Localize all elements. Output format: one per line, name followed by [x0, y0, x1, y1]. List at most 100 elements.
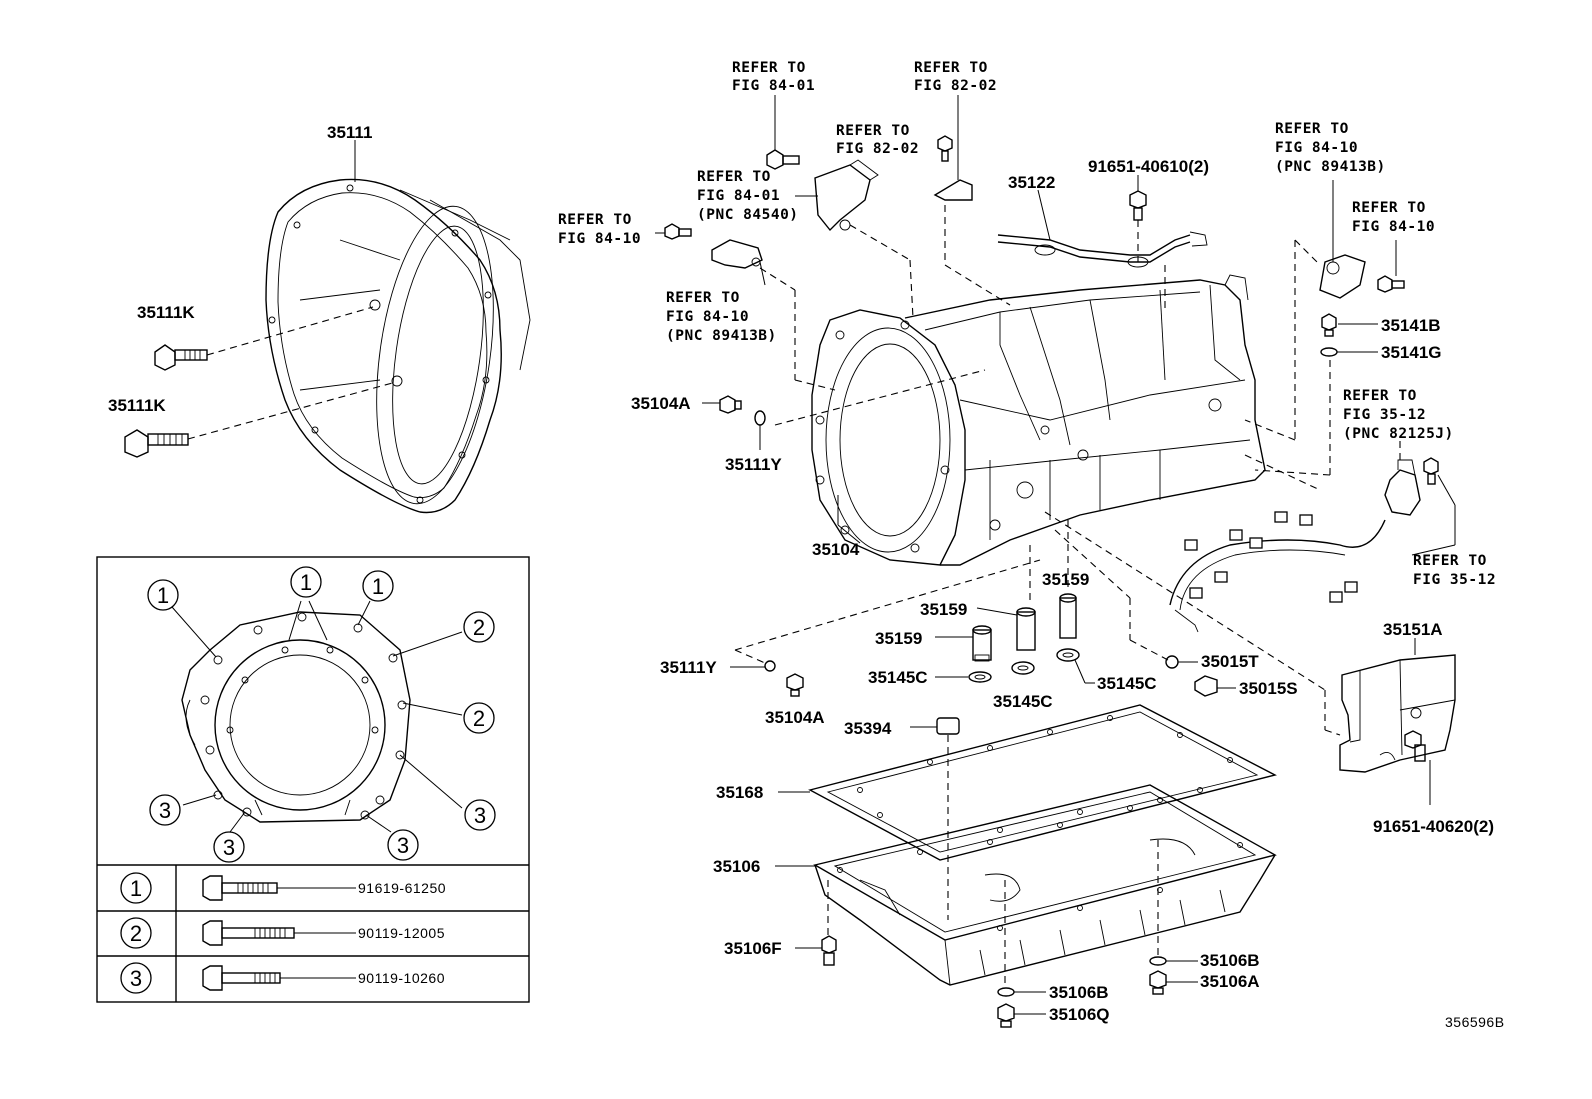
gasket-35168[interactable]: [808, 704, 1277, 861]
oil-pan-35106[interactable]: [813, 784, 1277, 986]
label-35111K-upper: 35111K: [137, 303, 195, 322]
o-ring-35015T[interactable]: [1165, 655, 1179, 669]
label-35145C-c: 35145C: [1097, 674, 1157, 693]
refer-fig-82-02-top[interactable]: REFER TO FIG 82-02: [914, 60, 997, 94]
label-35104A-upper: 35104A: [631, 394, 691, 413]
refer-fig-84-10-right[interactable]: REFER TO FIG 84-10: [1352, 200, 1435, 235]
refer-fig-35-12-82125J[interactable]: REFER TO FIG 35-12 (PNC 82125J): [1343, 388, 1454, 442]
label-35015S: 35015S: [1239, 679, 1298, 698]
plug-35106A[interactable]: [1149, 970, 1167, 995]
bolt-table-row-1[interactable]: 1 91619-61250: [120, 872, 446, 904]
refer-fig-82-02-bolt[interactable]: REFER TO FIG 82-02: [836, 123, 919, 157]
label-35145C-a: 35145C: [868, 668, 928, 687]
oil-pipe-35122[interactable]: [997, 231, 1208, 268]
svg-text:FIG 84-10: FIG 84-10: [558, 231, 641, 247]
label-91651-40610: 91651-40610(2): [1088, 157, 1209, 176]
svg-text:FIG 84-10: FIG 84-10: [1352, 219, 1435, 235]
bolt-table-row-2[interactable]: 2 90119-12005: [120, 917, 445, 949]
label-35111Y-lower: 35111Y: [660, 658, 717, 677]
svg-text:FIG 35-12: FIG 35-12: [1343, 407, 1426, 423]
bolt-35141B[interactable]: [1321, 313, 1337, 337]
label-35159-c: 35159: [1042, 570, 1089, 589]
bolt-82-02[interactable]: [937, 135, 953, 162]
bolt-35111K-upper[interactable]: [154, 344, 208, 371]
label-91651-40620: 91651-40620(2): [1373, 817, 1494, 836]
inset-callout: 3: [387, 829, 419, 861]
refer-fig-84-01-top[interactable]: REFER TO FIG 84-01: [732, 60, 815, 94]
bolt-table-row-3[interactable]: 3 90119-10260: [120, 962, 445, 994]
bolt-84-10-right[interactable]: [1377, 275, 1405, 293]
label-35015T: 35015T: [1201, 652, 1259, 671]
svg-text:FIG 82-02: FIG 82-02: [914, 78, 997, 94]
washer-35145C-c[interactable]: [1056, 648, 1080, 662]
label-35141B: 35141B: [1381, 316, 1441, 335]
svg-text:1: 1: [130, 876, 142, 901]
svg-text:3: 3: [474, 803, 486, 828]
inset-callout: 2: [463, 702, 495, 734]
speed-sensor-84-01[interactable]: [814, 159, 879, 232]
label-35111K-lower: 35111K: [108, 396, 166, 415]
svg-text:3: 3: [223, 835, 235, 860]
refer-fig-84-10-left[interactable]: REFER TO FIG 84-10: [558, 212, 641, 247]
bracket-82-02[interactable]: [933, 179, 973, 201]
o-ring-35111Y-lower[interactable]: [764, 660, 776, 672]
svg-text:FIG 84-10: FIG 84-10: [1275, 140, 1358, 156]
svg-text:REFER TO: REFER TO: [1413, 553, 1487, 569]
svg-text:FIG 35-12: FIG 35-12: [1413, 572, 1496, 588]
svg-text:REFER TO: REFER TO: [1343, 388, 1417, 404]
refer-fig-84-01-sensor[interactable]: REFER TO FIG 84-01 (PNC 84540): [697, 169, 799, 223]
plug-35106Q[interactable]: [997, 1003, 1015, 1028]
tube-35159-a[interactable]: [972, 625, 992, 662]
label-35106B-right: 35106B: [1200, 951, 1260, 970]
washer-35145C-a[interactable]: [968, 671, 992, 683]
plug-35106F[interactable]: [821, 935, 837, 966]
tube-35159-c[interactable]: [1059, 593, 1077, 639]
label-35104: 35104: [812, 540, 860, 559]
washer-35141G[interactable]: [1320, 347, 1338, 357]
label-35151A: 35151A: [1383, 620, 1443, 639]
plug-35104A-upper[interactable]: [719, 395, 742, 414]
inset-callout: 3: [149, 794, 181, 826]
transmission-case-35104[interactable]: [811, 274, 1266, 566]
bolt-91651-40610[interactable]: [1129, 190, 1147, 221]
plug-35015S[interactable]: [1194, 675, 1218, 697]
label-35159-b: 35159: [920, 600, 967, 619]
bell-housing-35111[interactable]: [265, 178, 531, 514]
sensor-bolt-84-10[interactable]: [664, 223, 692, 240]
bolt-table-part-1: 91619-61250: [358, 880, 446, 896]
gasket-35106B-right[interactable]: [1149, 956, 1167, 966]
label-35145C-b: 35145C: [993, 692, 1053, 711]
svg-text:REFER TO: REFER TO: [1352, 200, 1426, 216]
label-35394: 35394: [844, 719, 892, 738]
svg-text:2: 2: [473, 615, 485, 640]
svg-text:2: 2: [473, 706, 485, 731]
magnet-35394[interactable]: [936, 717, 960, 735]
speed-sensor-84-10[interactable]: [711, 239, 763, 269]
svg-text:REFER TO: REFER TO: [836, 123, 910, 139]
refer-fig-84-10-89413B-left[interactable]: REFER TO FIG 84-10 (PNC 89413B): [666, 290, 777, 344]
gasket-35106B-left[interactable]: [997, 987, 1015, 997]
label-35106Q: 35106Q: [1049, 1005, 1110, 1024]
svg-text:1: 1: [300, 570, 312, 595]
wire-harness-82125J[interactable]: [1169, 459, 1421, 633]
bolt-35111K-lower[interactable]: [124, 429, 189, 458]
bolt-location-inset: 1 1 1 2 2 3 3 3 3: [96, 556, 530, 1003]
tube-35159-b[interactable]: [1016, 607, 1036, 651]
svg-text:3: 3: [130, 966, 142, 991]
washer-35145C-b[interactable]: [1011, 661, 1035, 675]
label-35168: 35168: [716, 783, 763, 802]
sensor-bolt-84-01[interactable]: [766, 149, 800, 170]
refer-fig-84-10-89413B-right[interactable]: REFER TO FIG 84-10 (PNC 89413B): [1275, 121, 1386, 175]
refer-fig-35-12-bolt[interactable]: REFER TO FIG 35-12: [1413, 553, 1496, 588]
label-35122: 35122: [1008, 173, 1055, 192]
bolt-91651-40620[interactable]: [1404, 730, 1426, 762]
plug-35104A-lower[interactable]: [786, 673, 804, 697]
sensor-89413B-right[interactable]: [1319, 254, 1366, 299]
bolt-35-12[interactable]: [1423, 457, 1439, 485]
heat-shield-35151A[interactable]: [1339, 654, 1456, 773]
inset-callout: 3: [464, 799, 496, 831]
label-35104A-lower: 35104A: [765, 708, 825, 727]
o-ring-35111Y-upper[interactable]: [754, 410, 766, 426]
svg-text:1: 1: [372, 574, 384, 599]
